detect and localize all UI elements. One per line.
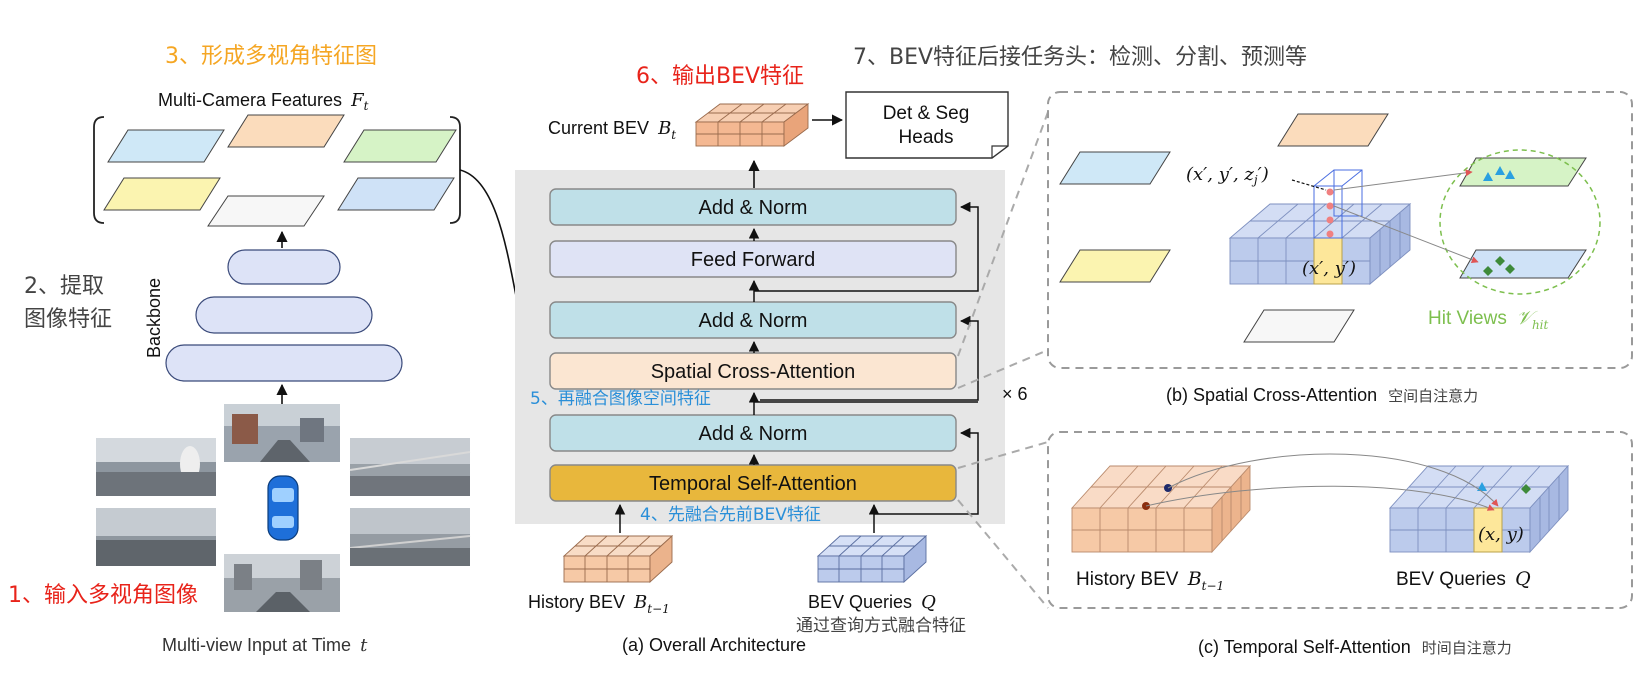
layer-add-norm-bottom-label: Add & Norm <box>699 423 808 445</box>
heads-line1: Det & Seg <box>883 103 970 124</box>
layer-feed-forward <box>549 240 957 278</box>
hit-views-circle <box>1439 149 1601 295</box>
annotation-step7: 7、BEV特征后接任务头：检测、分割、预测等 <box>853 45 1307 70</box>
target-cell <box>1313 237 1343 285</box>
layer-add-norm-bottom <box>549 414 957 452</box>
input-caption: Multi-view Input at Time t <box>162 635 368 656</box>
temporal-point-label: (x, y) <box>1478 524 1524 545</box>
feature-map <box>107 129 225 163</box>
feature-map <box>103 177 221 211</box>
annotation-step5: 5、再融合图像空间特征 <box>530 389 711 409</box>
camera-images <box>96 404 471 612</box>
layer-spatial-cross-attention <box>549 352 957 390</box>
temporal-panel-frame <box>1047 431 1633 609</box>
sampling-points <box>1326 188 1334 238</box>
hit-markers <box>1483 166 1515 276</box>
layer-add-norm-mid <box>549 301 957 339</box>
repeat-count: × 6 <box>1002 384 1028 404</box>
residual-connections <box>754 201 979 515</box>
backbone-block-bottom <box>165 344 403 382</box>
layer-feed-forward-label: Feed Forward <box>691 249 816 271</box>
det-seg-heads-box <box>845 91 1009 159</box>
pillar-outline <box>1313 169 1363 239</box>
caption-spatial: (b) Spatial Cross-Attention 空间自注意力 <box>1166 385 1478 405</box>
feature-map <box>337 177 455 211</box>
layer-add-norm-mid-label: Add & Norm <box>699 310 808 332</box>
bev-queries-label: BEV Queries Q <box>808 592 936 613</box>
current-bev-cube <box>694 103 810 147</box>
layer-add-norm-top-label: Add & Norm <box>699 197 808 219</box>
annotation-step3: 3、形成多视角特征图 <box>165 44 377 69</box>
layer-temporal-self-attention-label: Temporal Self-Attention <box>649 473 857 495</box>
query-target-cell <box>1473 507 1503 553</box>
feature-map <box>207 195 325 227</box>
query-note: 通过查询方式融合特征 <box>796 616 966 636</box>
temporal-arrows <box>1145 453 1499 511</box>
feature-map <box>227 114 345 148</box>
spatial-feature-maps <box>1059 113 1587 343</box>
temporal-bev-queries <box>1388 464 1570 554</box>
backbone-label: Backbone <box>144 278 164 358</box>
spatial-panel-frame <box>1047 91 1633 369</box>
backbone-block-top <box>227 249 341 285</box>
backbone-block-mid <box>195 296 373 334</box>
camera-image-back-right <box>349 508 471 566</box>
left-brace <box>93 116 105 224</box>
caption-temporal: (c) Temporal Self-Attention 时间自注意力 <box>1198 637 1512 657</box>
camera-image-back-left <box>96 508 216 566</box>
history-bev-cube <box>562 534 674 584</box>
feature-map <box>343 129 457 163</box>
current-bev-label: Current BEV Bt <box>548 118 676 142</box>
point-2d-label: (x′, y′) <box>1302 258 1356 279</box>
temporal-history-label: History BEV Bt−1 <box>1076 568 1224 593</box>
connector-lines <box>957 111 1049 609</box>
layer-spatial-cross-attention-label: Spatial Cross-Attention <box>651 361 856 383</box>
camera-image-front-right <box>349 438 471 496</box>
ego-car-icon <box>267 475 299 541</box>
camera-image-back <box>224 554 340 612</box>
annotation-step1: 1、输入多视角图像 <box>8 583 198 608</box>
annotation-step6: 6、输出BEV特征 <box>636 64 804 89</box>
camera-image-front <box>224 404 340 462</box>
heads-fold <box>991 145 1008 158</box>
hit-views-label: Hit Views 𝒱hit <box>1428 307 1549 332</box>
annotation-step2-line1: 2、提取 <box>24 274 104 299</box>
caption-overall: (a) Overall Architecture <box>622 635 806 655</box>
history-bev-label: History BEV Bt−1 <box>528 592 670 616</box>
layer-add-norm-top <box>549 188 957 226</box>
bev-queries-cube <box>816 534 928 584</box>
annotation-step4: 4、先融合先前BEV特征 <box>640 505 821 525</box>
heads-line2: Heads <box>899 127 954 148</box>
spatial-bev-grid <box>1228 203 1412 285</box>
layer-temporal-self-attention <box>549 464 957 502</box>
temporal-history-bev <box>1070 464 1252 554</box>
point-3d-label: (x′, y′, zj′) <box>1186 164 1269 187</box>
projection-rays <box>1333 169 1479 263</box>
query-markers <box>1477 482 1531 494</box>
temporal-queries-label: BEV Queries Q <box>1396 568 1531 590</box>
features-title: Multi-Camera Features Ft <box>158 90 369 113</box>
point-leader <box>1291 179 1327 191</box>
annotation-step2-line2: 图像特征 <box>24 307 112 332</box>
feature-maps <box>103 114 457 227</box>
camera-image-front-left <box>96 438 216 496</box>
